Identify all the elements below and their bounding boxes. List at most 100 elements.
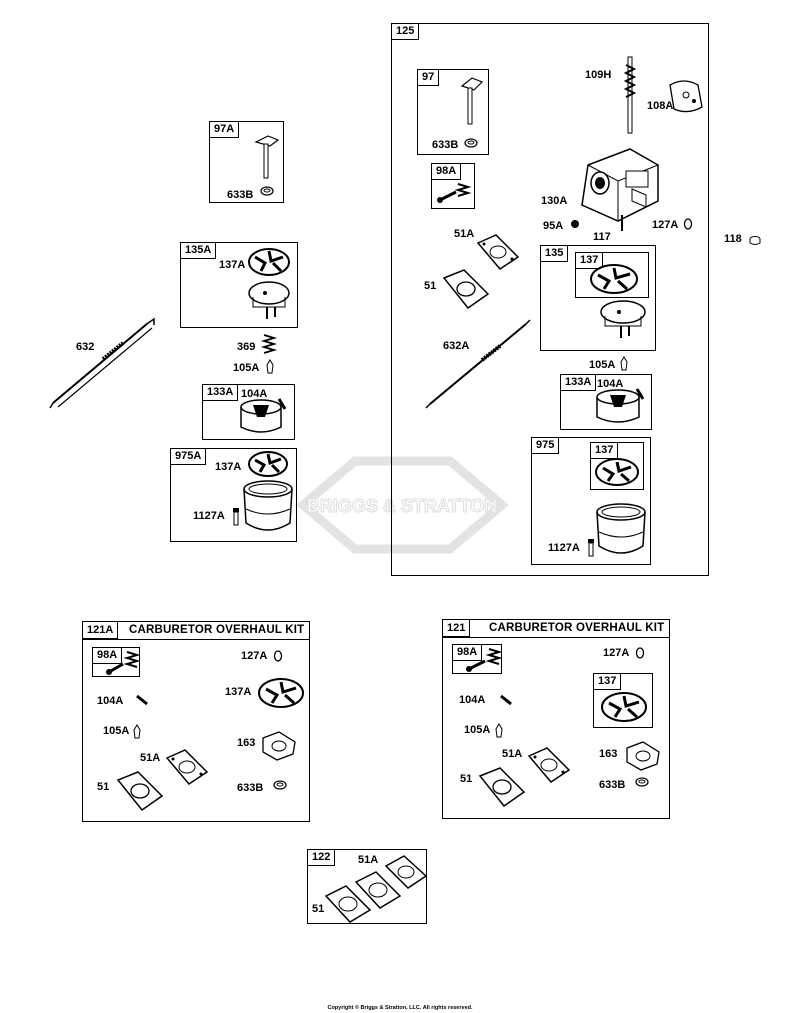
- carburetor-body-icon: [581, 148, 659, 231]
- seal-ring-icon-d: [635, 777, 649, 787]
- ref-632a: 632A: [443, 340, 470, 352]
- ref-633b-b: 633B: [432, 139, 459, 151]
- ref-95a: 95A: [543, 220, 564, 232]
- kit1-ref-51: 51: [97, 781, 110, 793]
- kit2-ref-51a: 51A: [502, 748, 523, 760]
- screw-spring-icon: [437, 183, 472, 203]
- pin-icon: [136, 694, 148, 706]
- kit2-ref-105a: 105A: [464, 724, 491, 736]
- flange-gasket-icon-b: [165, 749, 209, 785]
- ref-117: 117: [593, 231, 611, 243]
- briggs-stratton-watermark: BRIGGS & STRATTON: [296, 456, 509, 554]
- kit1-ref-98a: 98A: [93, 648, 123, 664]
- ref-633b: 633B: [227, 189, 254, 201]
- watermark-text: BRIGGS & STRATTON: [307, 496, 497, 516]
- ref-137a-b: 137A: [215, 461, 242, 473]
- kit2-ref-137: 137: [594, 674, 622, 690]
- kit3-ref-51: 51: [312, 903, 325, 915]
- linkage-rod-icon-b: [425, 319, 531, 409]
- ref-137-a: 137: [576, 253, 604, 269]
- float-icon-b: [596, 388, 645, 423]
- throttle-plate-icon: [669, 80, 703, 113]
- jet-icon: [571, 220, 579, 228]
- flange-gasket-icon-c: [527, 747, 571, 783]
- kit1-ref-163: 163: [237, 737, 256, 749]
- kit2-ref-127a: 127A: [603, 647, 630, 659]
- part-box-135a: 135A 137A: [180, 242, 298, 328]
- ref-1127a: 1127A: [193, 510, 225, 522]
- kit2-ref-163: 163: [599, 748, 618, 760]
- seal-ring-icon-b: [464, 138, 478, 148]
- part-box-137-a: 137: [575, 252, 649, 298]
- part-box-97a: 97A 633B: [209, 121, 284, 203]
- plug-icon: [749, 236, 761, 245]
- kit-ref-121: 121: [443, 620, 471, 637]
- choke-shaft-icon: [254, 135, 280, 179]
- seal-ring-icon: [260, 186, 274, 196]
- ref-127a: 127A: [652, 219, 679, 231]
- kit3-ref-51a: 51A: [358, 854, 379, 866]
- ref-632: 632: [76, 341, 95, 353]
- flange-gasket-icon: [476, 234, 520, 270]
- part-box-975: 975 137 1127A: [531, 437, 651, 565]
- kit-title-121a: CARBURETOR OVERHAUL KIT: [129, 624, 305, 636]
- screw-spring-icon-b: [106, 651, 141, 675]
- gasket-icon-d: [595, 458, 639, 486]
- kit1-ref-127a: 127A: [241, 650, 268, 662]
- float-icon: [240, 398, 287, 433]
- float-bowl-plate-icon-b: [600, 300, 646, 338]
- ref-135a: 135A: [181, 243, 217, 259]
- ref-98a: 98A: [432, 164, 462, 180]
- needle-icon-c: [133, 724, 141, 739]
- ref-104a: 104A: [241, 388, 268, 400]
- gasket-icon-e: [258, 678, 304, 708]
- ref-105a: 105A: [233, 362, 260, 374]
- ref-1127a-b: 1127A: [548, 542, 580, 554]
- ref-105a-b: 105A: [589, 359, 616, 371]
- kit-box-121: 121 CARBURETOR OVERHAUL KIT 98A 127A 104…: [442, 619, 670, 819]
- ref-104a-b: 104A: [597, 378, 624, 390]
- part-box-975a: 975A 137A 1127A: [170, 448, 297, 542]
- kit-box-98a-a: 98A: [92, 647, 141, 677]
- ref-97a: 97A: [210, 122, 240, 138]
- needle-icon-b: [620, 356, 628, 371]
- gasket-icon-f: [601, 692, 647, 722]
- ref-137-b: 137: [591, 443, 619, 459]
- o-ring-icon-c: [635, 647, 645, 659]
- pin-icon-b: [500, 694, 512, 706]
- kit-box-121a: 121A CARBURETOR OVERHAUL KIT 98A 127A 10…: [82, 621, 310, 822]
- float-bowl-icon: [243, 480, 293, 531]
- bolt-icon-b: [588, 539, 594, 557]
- ref-975a: 975A: [171, 449, 207, 465]
- needle-icon-d: [495, 723, 503, 738]
- ref-133a: 133A: [203, 385, 239, 401]
- float-bowl-icon-b: [596, 503, 646, 554]
- ref-108a: 108A: [647, 100, 674, 112]
- choke-shaft-icon-b: [460, 77, 484, 125]
- copyright-text: Copyright © Briggs & Stratton, LLC. All …: [327, 1005, 473, 1011]
- kit-header-121a: [83, 622, 309, 640]
- kit-header-121: [443, 620, 669, 638]
- kit2-ref-98a: 98A: [453, 645, 483, 661]
- part-box-133a-left: 133A 104A: [202, 384, 295, 440]
- part-box-97: 97 633B: [417, 69, 489, 155]
- screw-spring-icon-c: [466, 648, 503, 672]
- kit2-ref-104a: 104A: [459, 694, 486, 706]
- kit1-ref-51a: 51A: [140, 752, 161, 764]
- ref-130a: 130A: [541, 195, 568, 207]
- kit-box-98a-b: 98A: [452, 644, 503, 674]
- flange-spacer-icon-b: [116, 771, 164, 812]
- o-ring-icon-b: [273, 650, 283, 662]
- part-box-98a: 98A: [431, 163, 475, 209]
- ref-51: 51: [424, 280, 437, 292]
- ref-975: 975: [532, 438, 560, 454]
- spring-icon: [260, 334, 278, 354]
- kit-box-137: 137: [593, 673, 653, 728]
- flange-spacer-icon-c: [478, 767, 526, 808]
- kit-title-121: CARBURETOR OVERHAUL KIT: [489, 622, 665, 634]
- kit-ref-122: 122: [308, 850, 336, 866]
- gasket-plate-icon-b: [626, 741, 660, 771]
- part-box-133a-right: 133A 104A: [560, 374, 652, 430]
- o-ring-icon: [683, 218, 693, 230]
- gasket-icon-c: [590, 264, 638, 294]
